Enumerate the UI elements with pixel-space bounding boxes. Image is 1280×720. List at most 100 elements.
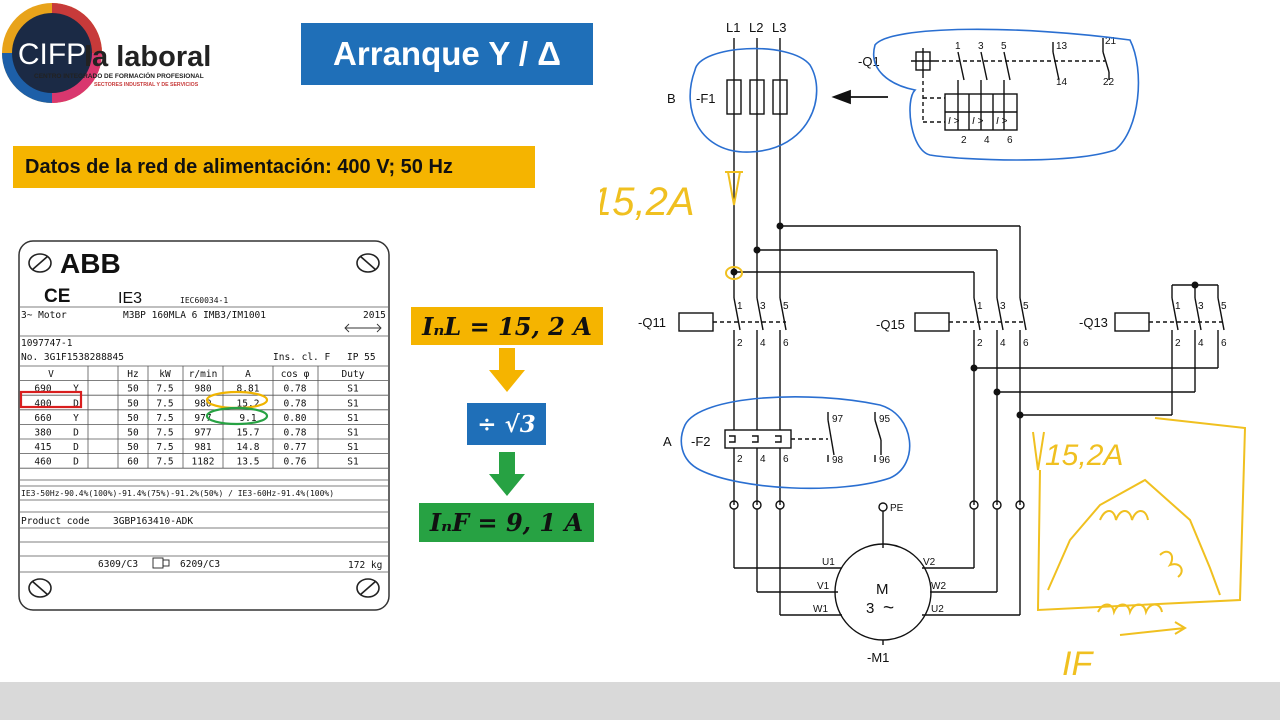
label-m1: -M1 — [867, 650, 889, 665]
table-cell: S1 — [347, 428, 359, 439]
label-f2: -F2 — [691, 434, 711, 449]
f2-aux-96: 96 — [879, 455, 891, 466]
table-cell: 7.5 — [156, 442, 173, 453]
table-cell: 660 — [34, 413, 51, 424]
bearing-de: 6309/C3 — [98, 559, 138, 570]
q1-bottom-22: 22 — [1103, 77, 1115, 88]
table-header: r/min — [189, 369, 218, 380]
q15-top-3: 3 — [1000, 301, 1006, 312]
table-cell: D — [73, 442, 79, 453]
q1-bottom-14: 14 — [1056, 77, 1068, 88]
motor-phase-count: 3 — [866, 600, 874, 617]
label-l3: L3 — [772, 20, 786, 35]
q15-bottom-6: 6 — [1023, 338, 1029, 349]
insulation-class: Ins. cl. F — [273, 352, 330, 363]
logo-mark: CIFP — [18, 38, 86, 71]
label-f1: -F1 — [696, 91, 716, 106]
product-code: 3GBP163410-ADK — [113, 516, 193, 527]
q1-ovl-2: I > — [972, 116, 984, 127]
table-header: cos φ — [281, 369, 310, 380]
line-current-formula: IₙL = 15, 2 A — [411, 307, 603, 345]
divide-by-sqrt3: ÷ √3 — [467, 403, 546, 445]
footer-bar — [0, 682, 1280, 720]
f2-bottom-4: 4 — [760, 454, 766, 465]
hand-note-15-2a-right: 15,2A — [1045, 439, 1123, 472]
cifp-la-laboral-logo: CIFP la laboral CENTRO INTEGRADO DE FORM… — [2, 3, 211, 103]
table-cell: 50 — [127, 384, 139, 395]
table-cell: S1 — [347, 457, 359, 468]
label-b: B — [667, 91, 676, 106]
q1-top-5: 5 — [1001, 41, 1007, 52]
table-cell: 7.5 — [156, 384, 173, 395]
table-cell: 980 — [194, 384, 211, 395]
table-header: kW — [159, 369, 171, 380]
table-cell: 15.2 — [237, 398, 260, 409]
q1-bottom-2: 2 — [961, 135, 967, 146]
table-cell: 0.78 — [284, 428, 307, 439]
table-cell: 977 — [194, 413, 211, 424]
plate-number: No. 3G1F1538288845 — [21, 352, 124, 363]
motor-v1: V1 — [817, 581, 830, 592]
q11-bottom-2: 2 — [737, 338, 743, 349]
hand-annotations-yellow — [725, 171, 1247, 636]
label-q15: -Q15 — [876, 317, 905, 332]
label-a: A — [663, 434, 672, 449]
f2-aux-98: 98 — [832, 455, 844, 466]
logo-name: la laboral — [84, 41, 211, 73]
logo-line2: SECTORES INDUSTRIAL Y DE SERVICIOS — [94, 82, 199, 88]
table-cell: 7.5 — [156, 398, 173, 409]
standard: IEC60034-1 — [180, 296, 228, 305]
q1-top-13: 13 — [1056, 41, 1068, 52]
q1-top-21: 21 — [1105, 36, 1117, 47]
table-cell: 977 — [194, 428, 211, 439]
table-cell: 460 — [34, 457, 51, 468]
f2-aux-95: 95 — [879, 414, 891, 425]
motor-tilde: ~ — [883, 598, 894, 619]
efficiency-class: IE3 — [118, 290, 142, 307]
q11-top-1: 1 — [737, 301, 743, 312]
table-cell: 50 — [127, 398, 139, 409]
q13-bottom-4: 4 — [1198, 338, 1204, 349]
table-cell: 690 — [34, 384, 51, 395]
table-cell: 0.80 — [284, 413, 307, 424]
ip-rating: IP 55 — [347, 352, 376, 363]
arrow-down-yellow — [489, 348, 525, 392]
table-cell: 15.7 — [237, 428, 260, 439]
table-cell: 400 — [34, 398, 51, 409]
table-cell: 7.5 — [156, 457, 173, 468]
table-cell: Y — [73, 384, 79, 395]
label-q11: -Q11 — [638, 315, 666, 330]
serial: 1097747-1 — [21, 338, 73, 349]
phase-current-formula: IₙF = 9, 1 A — [419, 503, 594, 542]
motor-u2: U2 — [931, 604, 944, 615]
year: 2015 — [363, 310, 386, 321]
table-cell: S1 — [347, 398, 359, 409]
table-cell: S1 — [347, 413, 359, 424]
bearing-nde: 6209/C3 — [180, 559, 220, 570]
q1-bottom-4: 4 — [984, 135, 990, 146]
table-cell: 380 — [34, 428, 51, 439]
arrow-down-green — [489, 452, 525, 496]
table-cell: S1 — [347, 384, 359, 395]
table-cell: Y — [73, 413, 79, 424]
f2-bottom-6: 6 — [783, 454, 789, 465]
table-cell: 60 — [127, 457, 139, 468]
table-header: A — [245, 369, 251, 380]
q1-ovl-3: I > — [996, 116, 1008, 127]
table-cell: 0.78 — [284, 398, 307, 409]
label-l2: L2 — [749, 20, 763, 35]
q15-top-5: 5 — [1023, 301, 1029, 312]
motor-u1: U1 — [822, 557, 835, 568]
table-cell: D — [73, 457, 79, 468]
hand-annotations-blue — [680, 28, 1140, 490]
table-cell: 50 — [127, 413, 139, 424]
motor-type: 3~ Motor — [21, 310, 67, 321]
q13-top-5: 5 — [1221, 301, 1227, 312]
table-cell: S1 — [347, 442, 359, 453]
q13-top-1: 1 — [1175, 301, 1181, 312]
q1-ovl-1: I > — [948, 116, 960, 127]
table-cell: 7.5 — [156, 413, 173, 424]
motor-m: M — [876, 581, 889, 598]
highlight-9-1a — [205, 406, 269, 426]
hand-note-15-2a-top: 15,2A — [600, 180, 695, 224]
